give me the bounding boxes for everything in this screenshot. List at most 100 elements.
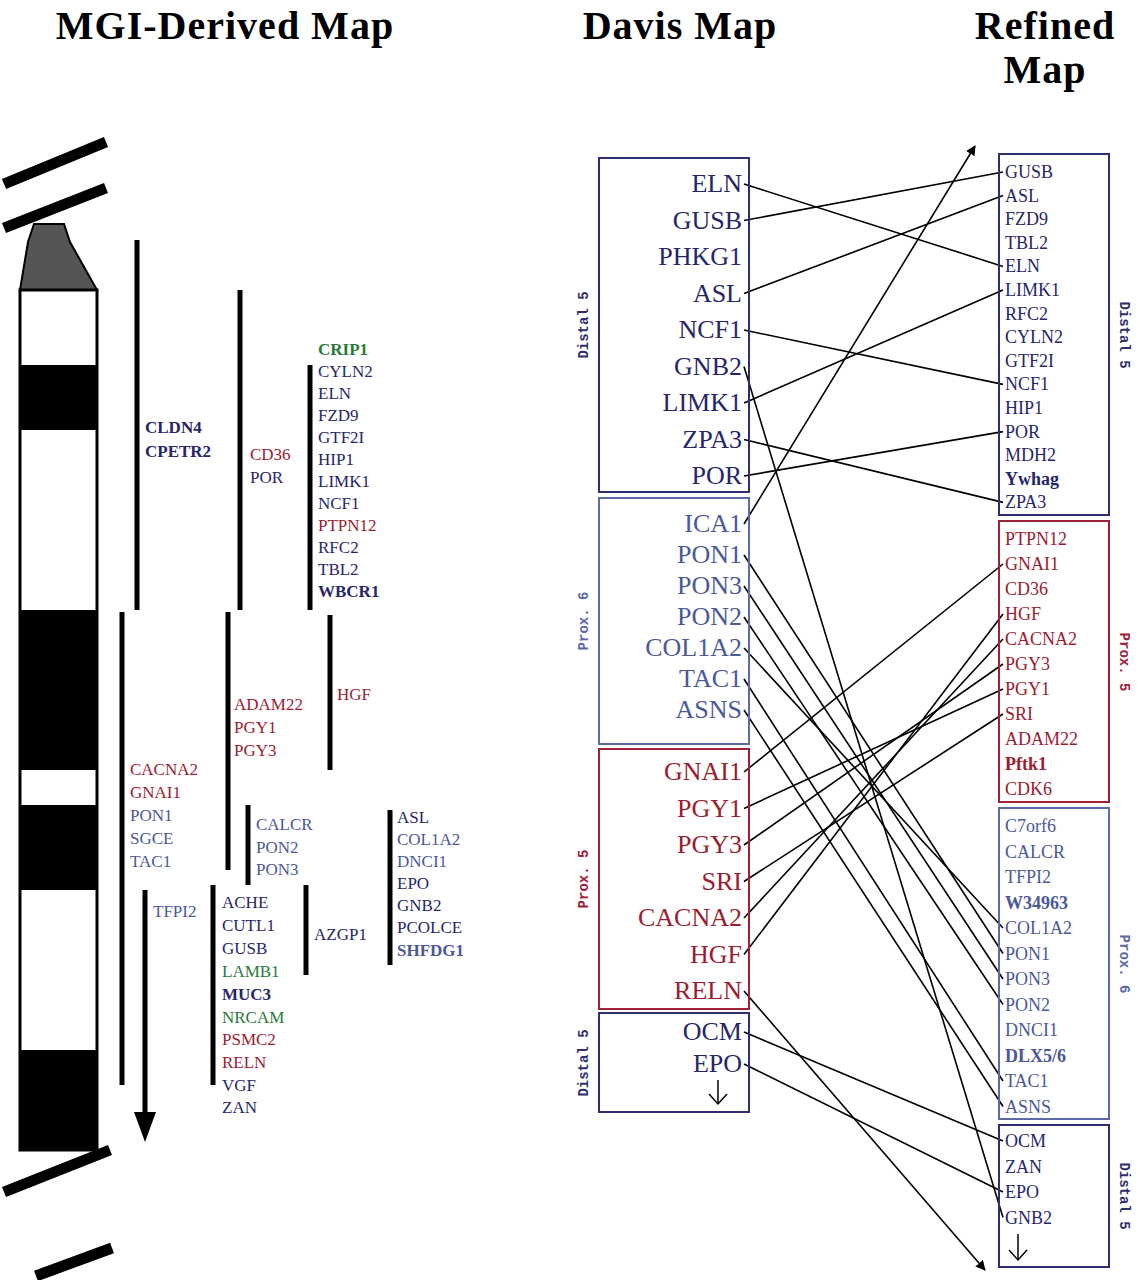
gene-text: POR (691, 461, 742, 490)
gene-text: NCF1 (1005, 374, 1049, 394)
gene-name: GUSB (673, 206, 742, 236)
gene-name: COL1A2 (1005, 917, 1072, 939)
gene-name: NCF1 (1005, 373, 1049, 395)
gene-label: PON3 (256, 860, 299, 880)
gene-text: CD36 (1005, 579, 1048, 599)
gene-label: FZD9 (318, 406, 359, 426)
homology-connector (744, 440, 1003, 503)
gene-text: FZD9 (1005, 209, 1048, 229)
gene-name: PON1 (677, 540, 742, 570)
gene-name: MDH2 (1005, 444, 1056, 466)
gene-text: ELN (691, 169, 742, 198)
gene-text: CYLN2 (1005, 327, 1063, 347)
gene-text: LIMK1 (663, 388, 742, 417)
gene-name: HGF (1005, 603, 1041, 625)
homology-connector (744, 172, 1003, 221)
panel-title: MGI-Derived Map (45, 4, 405, 48)
gene-label: PGY1 (234, 718, 277, 738)
gene-text: PTPN12 (1005, 529, 1067, 549)
gene-text: GUSB (1005, 162, 1053, 182)
gene-label: HIP1 (318, 450, 354, 470)
gene-name: RFC2 (1005, 303, 1048, 325)
map-region-box: Distal 5OCMEPO (598, 1012, 750, 1113)
gene-label: COL1A2 (397, 830, 460, 850)
gene-label: RFC2 (318, 538, 359, 558)
chromosome-ideogram (4, 142, 112, 1276)
homology-connector (744, 617, 1003, 1005)
gene-label: ACHE (222, 893, 268, 913)
gene-label: LIMK1 (318, 472, 370, 492)
gene-name: LIMK1 (663, 388, 742, 418)
gene-text: POR (1005, 422, 1040, 442)
region-label: Distal 5 (576, 1029, 592, 1096)
gene-label: SHFDG1 (397, 941, 464, 961)
gene-label: CALCR (256, 815, 313, 835)
gene-name: PGY1 (677, 794, 742, 824)
distal-arrow (709, 1080, 1027, 1260)
gene-name: CYLN2 (1005, 326, 1063, 348)
gene-name: SRI (702, 867, 742, 897)
gene-name: DNCI1 (1005, 1019, 1058, 1041)
gene-label: CUTL1 (222, 916, 275, 936)
map-region-box: Prox. 6C7orf6CALCRTFPI2W34963COL1A2PON1P… (998, 807, 1110, 1120)
homology-connector (744, 639, 1003, 918)
gene-name: ASL (693, 279, 742, 309)
gene-text: LIMK1 (1005, 280, 1060, 300)
gene-name: ZPA3 (1005, 491, 1046, 513)
panel-title: Refined Map (955, 4, 1135, 92)
gene-text: ZPA3 (682, 425, 742, 454)
homology-connector (744, 648, 1003, 928)
gene-label: ZAN (222, 1098, 257, 1118)
gene-text: OCM (683, 1017, 742, 1046)
gene-text: HGF (1005, 604, 1041, 624)
gene-text: CALCR (1005, 842, 1065, 862)
gene-name: ZAN (1005, 1156, 1042, 1178)
gene-name: TFPI2 (1005, 866, 1051, 888)
region-label: Prox. 5 (1116, 632, 1132, 691)
gene-name: HIP1 (1005, 397, 1043, 419)
gene-text: C7orf6 (1005, 816, 1056, 836)
gene-label: TAC1 (130, 852, 171, 872)
gene-text: ELN (1005, 256, 1040, 276)
gene-text: EPO (1005, 1182, 1039, 1202)
gene-label: WBCR1 (318, 582, 379, 602)
gene-text: ASNS (676, 695, 742, 724)
gene-name: PGY3 (1005, 653, 1050, 675)
gene-name: POR (691, 461, 742, 491)
gene-name: OCM (683, 1017, 742, 1047)
homology-connector (744, 614, 1003, 955)
gene-name: TAC1 (1005, 1070, 1049, 1092)
gene-name: EPO (693, 1049, 742, 1079)
gene-label: LAMB1 (222, 962, 280, 982)
gene-name: GNB2 (674, 352, 742, 382)
gene-text: PHKG1 (658, 242, 742, 271)
gene-label: GUSB (222, 939, 267, 959)
gene-text: COL1A2 (1005, 918, 1072, 938)
gene-name: GNB2 (1005, 1207, 1052, 1229)
gene-label: MUC3 (222, 985, 271, 1005)
gene-text: ZPA3 (1005, 492, 1046, 512)
gene-text: EPO (693, 1049, 742, 1078)
gene-label: CPETR2 (145, 442, 211, 462)
offmap-arrow (744, 146, 975, 524)
bar-arrowhead (134, 1112, 156, 1142)
gene-text: OCM (1005, 1131, 1046, 1151)
gene-name: HGF (690, 940, 742, 970)
map-region-box: Distal 5OCMZANEPOGNB2 (998, 1124, 1110, 1268)
gene-text: CDK6 (1005, 779, 1052, 799)
gene-name: LIMK1 (1005, 279, 1060, 301)
gene-text: PGY1 (1005, 679, 1050, 699)
homology-connector (744, 196, 1003, 294)
gene-name: SRI (1005, 703, 1033, 725)
gene-text: ASNS (1005, 1097, 1051, 1117)
gene-name: PON3 (1005, 968, 1050, 990)
gene-text: CACNA2 (1005, 629, 1077, 649)
gene-name: NCF1 (678, 315, 742, 345)
gene-name: CDK6 (1005, 778, 1052, 800)
gene-name: PGY3 (677, 830, 742, 860)
gene-label: ASL (397, 808, 429, 828)
gene-label: EPO (397, 874, 429, 894)
gene-label: CYLN2 (318, 362, 373, 382)
